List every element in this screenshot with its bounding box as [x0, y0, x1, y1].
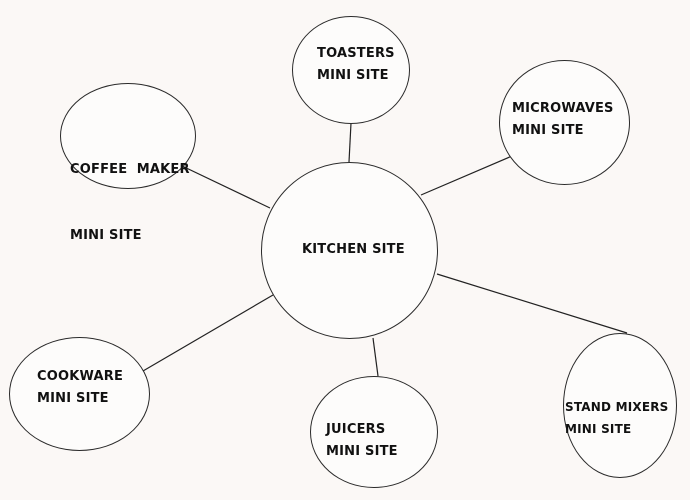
- label-line: MINI SITE: [512, 123, 584, 138]
- label-line: COFFEE MAKER: [70, 162, 190, 177]
- node-stand-mixers: [563, 333, 677, 478]
- node-coffee-maker: [60, 83, 196, 189]
- connector-stand-mixers: [436, 273, 628, 334]
- connector-microwaves: [420, 155, 513, 196]
- connector-cookware: [142, 294, 274, 372]
- label-line: MINI SITE: [326, 444, 398, 459]
- label-line: STAND MIXERS: [565, 400, 669, 414]
- label-line: KITCHEN SITE: [302, 242, 405, 257]
- label-line: MINI SITE: [70, 228, 142, 243]
- node-stand-mixers-label: STAND MIXERS MINI SITE: [565, 396, 669, 440]
- connector-juicers: [372, 337, 379, 377]
- node-cookware: [9, 337, 150, 451]
- label-line: TOASTERS: [317, 46, 395, 61]
- label-line: MINI SITE: [565, 422, 632, 436]
- node-coffee-maker-label: COFFEE MAKER MINI SITE: [70, 115, 190, 291]
- node-microwaves: [499, 60, 630, 185]
- center-node-label: KITCHEN SITE: [302, 239, 405, 261]
- node-toasters-label: TOASTERS MINI SITE: [317, 43, 395, 87]
- node-toasters: [292, 16, 410, 124]
- label-line: MINI SITE: [37, 391, 109, 406]
- label-line: MICROWAVES: [512, 101, 614, 116]
- label-line: MINI SITE: [317, 68, 389, 83]
- label-line: JUICERS: [326, 422, 386, 437]
- node-microwaves-label: MICROWAVES MINI SITE: [512, 98, 614, 142]
- node-cookware-label: COOKWARE MINI SITE: [37, 366, 123, 410]
- connector-coffee-maker: [179, 164, 271, 209]
- center-node-kitchen-site: [261, 162, 438, 339]
- node-juicers-label: JUICERS MINI SITE: [326, 419, 398, 463]
- label-line: COOKWARE: [37, 369, 124, 384]
- connector-toasters: [348, 122, 352, 163]
- node-juicers: [310, 376, 438, 488]
